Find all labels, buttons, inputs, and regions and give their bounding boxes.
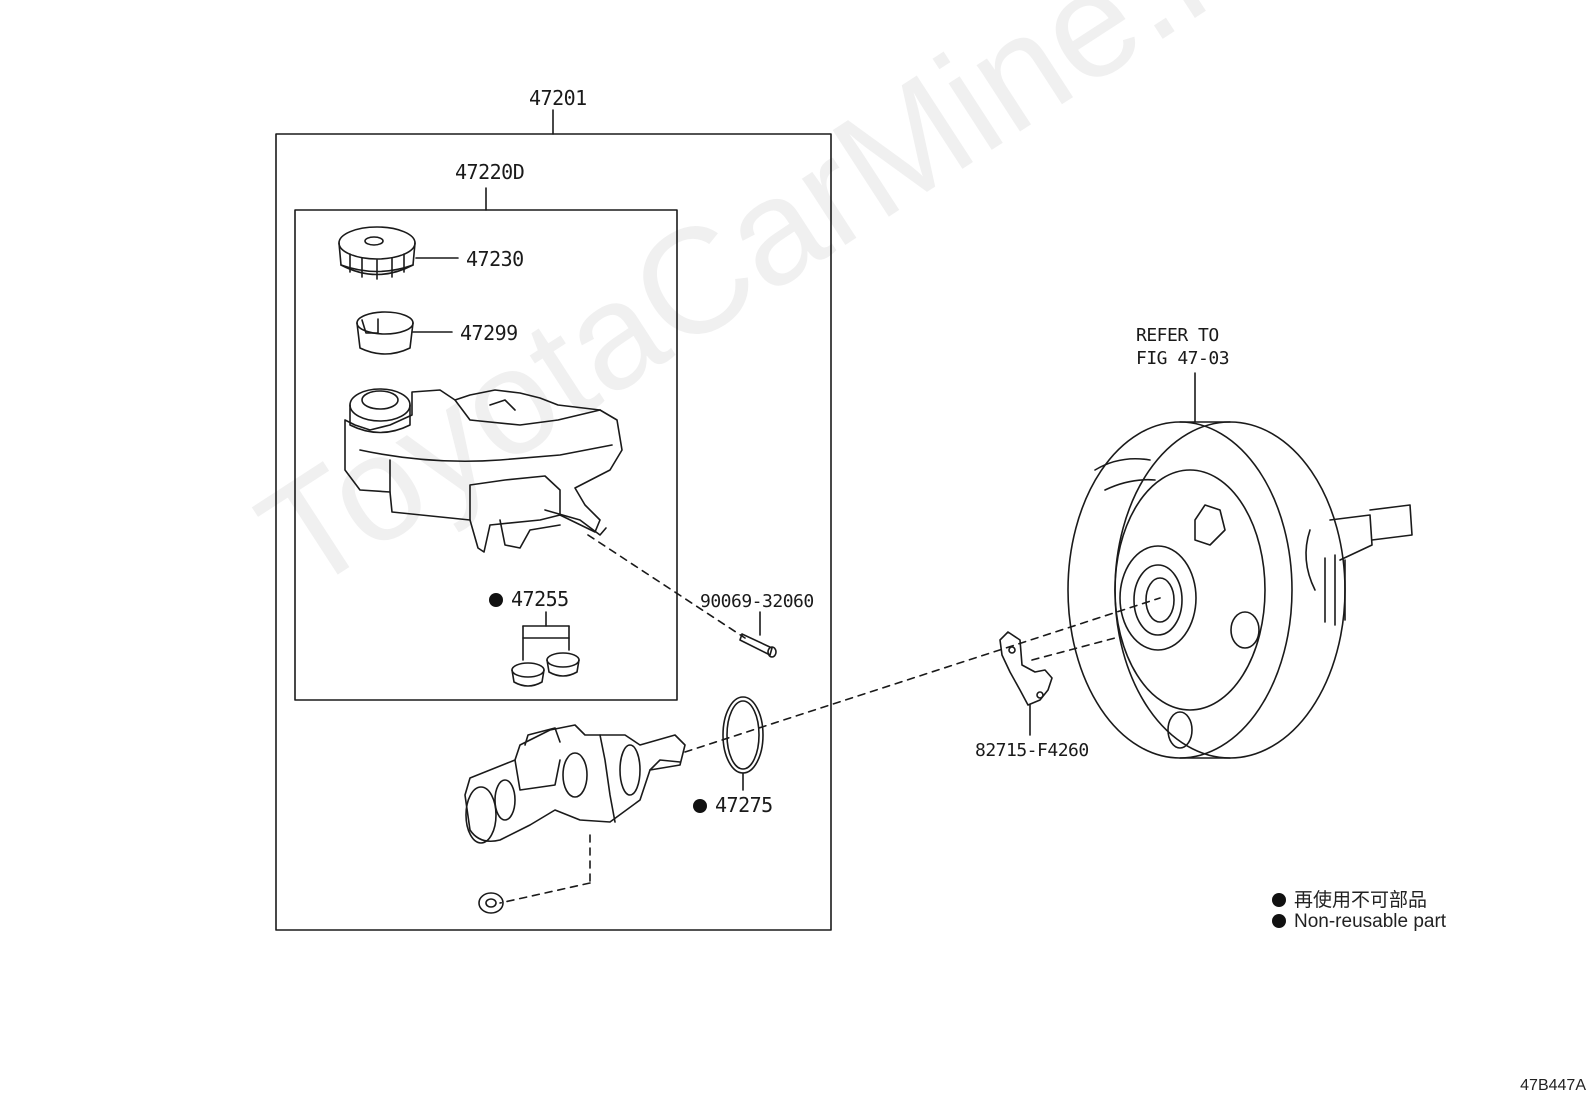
label-90069-32060: 90069-32060 [700,591,814,612]
non-reusable-dot-icon [1272,914,1286,928]
label-47220d: 47220D [455,160,525,184]
label-47201: 47201 [529,86,587,110]
figure-code: 47B447A [1520,1077,1586,1094]
non-reusable-dot-icon [489,593,503,607]
brake-booster-icon [1067,372,1413,759]
o-ring-icon [722,696,764,774]
gasket-icon [999,631,1053,706]
reservoir-cap-icon [338,226,416,280]
label-47299: 47299 [460,321,518,345]
label-47255: 47255 [489,587,569,611]
label-47230: 47230 [466,247,524,271]
reservoir-tank-icon [344,388,623,553]
label-refer-line2: FIG 47-03 [1136,348,1230,369]
grommet-icon [511,652,580,687]
master-cylinder-icon [464,724,686,844]
label-refer-line1: REFER TO [1136,325,1219,346]
label-82715-f4260: 82715-F4260 [975,740,1089,761]
strainer-icon [356,311,414,355]
non-reusable-dot-icon [1272,893,1286,907]
legend-jp: 再使用不可部品 [1272,885,1427,912]
label-47275: 47275 [693,793,773,817]
non-reusable-dot-icon [693,799,707,813]
legend-en: Non-reusable part [1272,911,1446,933]
nut-icon [478,892,504,914]
